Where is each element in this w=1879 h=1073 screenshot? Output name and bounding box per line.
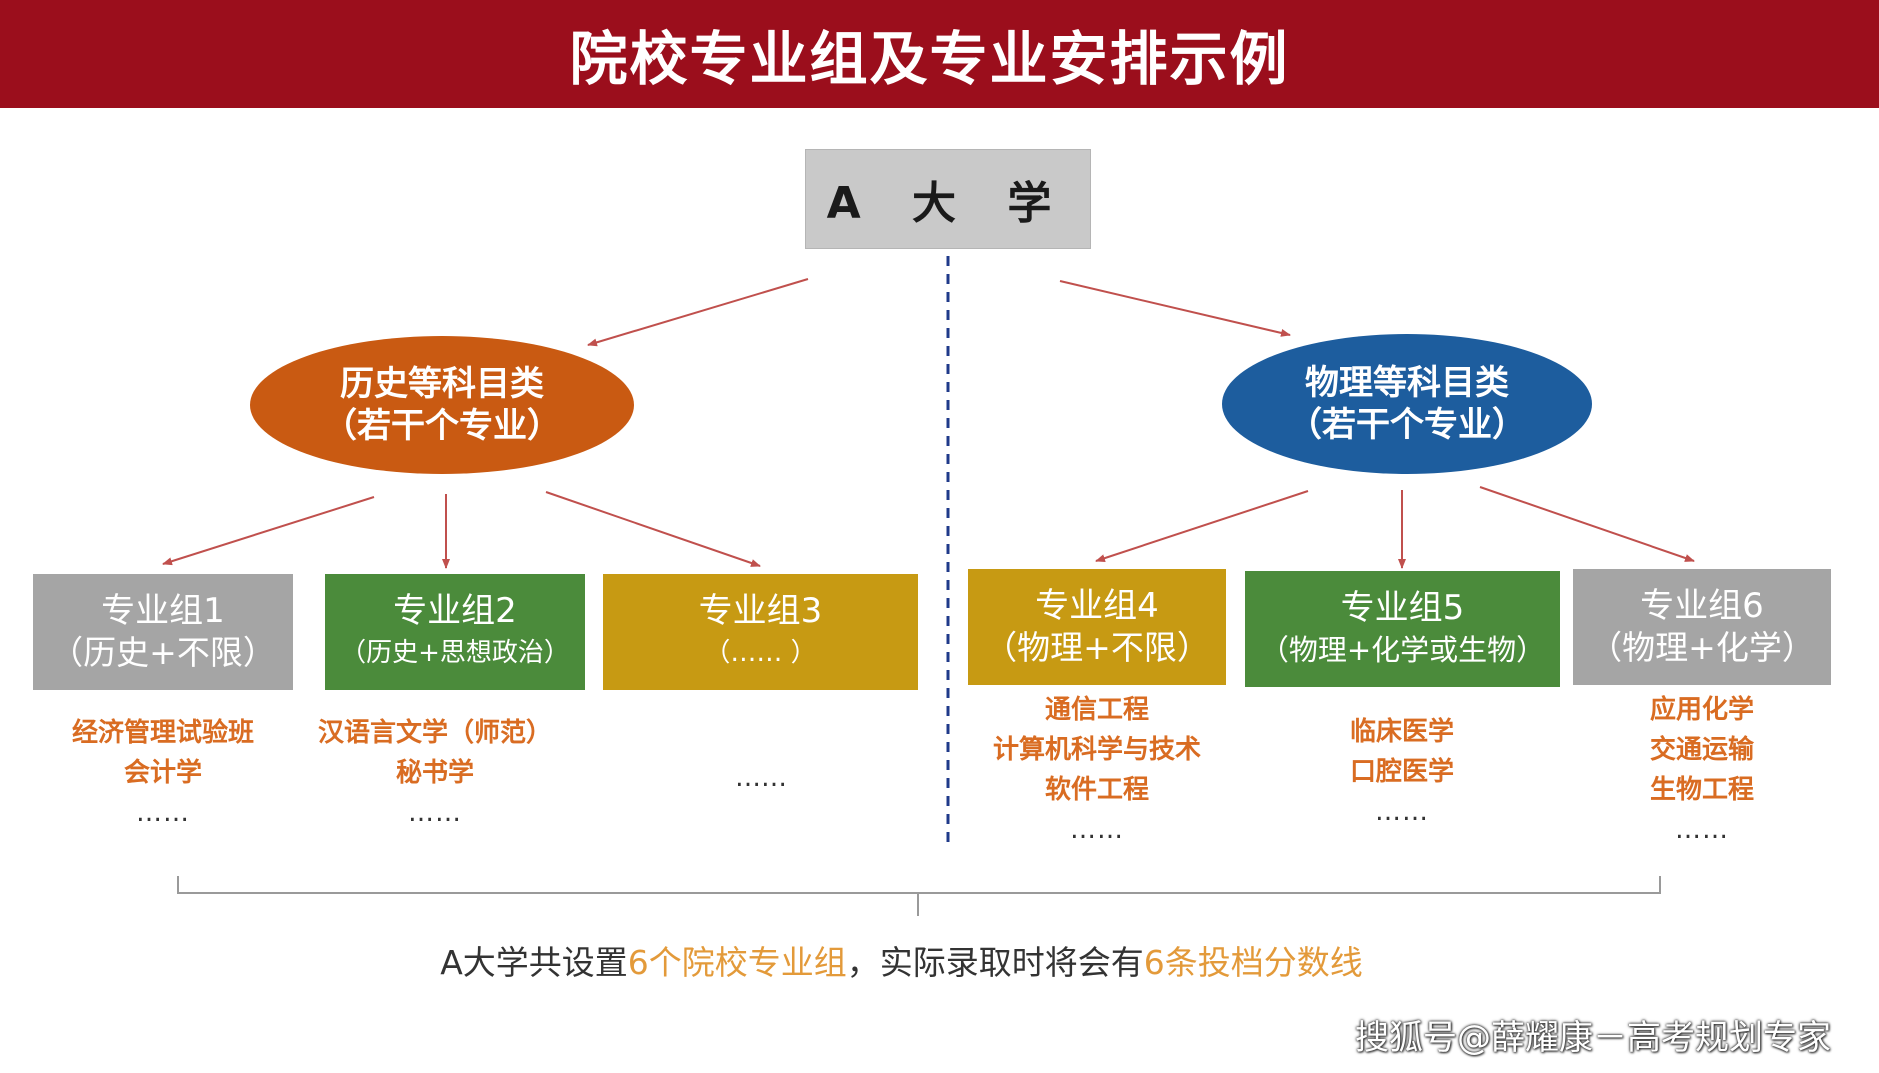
- physics-category-note: （若干个专业）: [1288, 405, 1526, 445]
- summary-highlight-groups: 6个院校专业组: [627, 943, 847, 982]
- group-subject: （物理+化学）: [1589, 628, 1815, 667]
- major-item: 秘书学: [395, 758, 474, 788]
- major-item: 计算机科学与技术: [992, 735, 1201, 765]
- group-name: 专业组6: [1640, 586, 1764, 626]
- major-group-3: 专业组3 （…… ）: [603, 574, 918, 690]
- major-group-4: 专业组4 （物理+不限）: [968, 569, 1226, 685]
- major-item: 通信工程: [1044, 695, 1149, 725]
- more-majors-ellipsis: ……: [136, 798, 190, 828]
- major-item: 应用化学: [1649, 695, 1754, 725]
- major-item: 会计学: [123, 758, 202, 788]
- major-group-5: 专业组5 （物理+化学或生物）: [1245, 571, 1560, 687]
- major-item: 生物工程: [1649, 775, 1754, 805]
- arrow-history-g1: [162, 496, 375, 566]
- group-name: 专业组5: [1340, 588, 1465, 628]
- more-majors-ellipsis: ……: [1675, 815, 1729, 845]
- group-subject: （历史+思想政治）: [340, 638, 570, 668]
- summary-part-1: A大学共设置: [440, 943, 628, 982]
- major-item: 临床医学: [1349, 717, 1454, 747]
- more-majors-ellipsis: ……: [408, 798, 462, 828]
- major-item: 汉语言文学（师范）: [317, 718, 552, 748]
- physics-category-title: 物理等科目类: [1305, 363, 1509, 403]
- group-subject: （…… ）: [704, 638, 817, 668]
- header-banner: 院校专业组及专业安排示例: [0, 0, 1879, 108]
- group-4-majors: 通信工程 计算机科学与技术 软件工程 ……: [968, 690, 1226, 850]
- summary-part-3: ，实际录取时将会有: [846, 943, 1144, 982]
- more-majors-ellipsis: ……: [1070, 815, 1124, 845]
- major-group-6: 专业组6 （物理+化学）: [1573, 569, 1831, 685]
- major-group-1: 专业组1 （历史+不限）: [33, 574, 293, 690]
- group-name: 专业组2: [393, 591, 517, 631]
- major-item: 交通运输: [1649, 735, 1754, 765]
- group-subject: （物理+化学或生物）: [1259, 633, 1546, 667]
- major-item: 软件工程: [1044, 775, 1149, 805]
- page-title: 院校专业组及专业安排示例: [569, 25, 1290, 93]
- group-subject: （历史+不限）: [50, 633, 276, 672]
- major-item: 口腔医学: [1349, 757, 1454, 787]
- group-3-more-ellipsis: ……: [735, 763, 787, 793]
- arrow-uni-history: [587, 278, 809, 347]
- more-majors-ellipsis: ……: [1375, 797, 1429, 827]
- history-category-ellipse: 历史等科目类 （若干个专业）: [250, 336, 634, 474]
- university-name: A 大 学: [826, 178, 1070, 229]
- group-1-majors: 经济管理试验班 会计学 ……: [33, 713, 293, 833]
- group-6-majors: 应用化学 交通运输 生物工程 ……: [1573, 690, 1831, 850]
- arrow-physics-g4: [1095, 490, 1309, 562]
- group-2-majors: 汉语言文学（师范） 秘书学 ……: [300, 713, 570, 833]
- university-box: A 大 学: [805, 149, 1091, 249]
- arrow-physics-g6: [1479, 486, 1695, 562]
- major-group-2: 专业组2 （历史+思想政治）: [325, 574, 585, 690]
- group-name: 专业组1: [101, 591, 225, 631]
- arrow-uni-physics: [1059, 280, 1291, 337]
- history-category-title: 历史等科目类: [340, 364, 544, 404]
- group-name: 专业组4: [1035, 586, 1159, 626]
- arrow-history-g3: [545, 491, 761, 567]
- group-subject: （物理+不限）: [984, 628, 1210, 667]
- history-category-note: （若干个专业）: [323, 406, 561, 446]
- summary-highlight-lines: 6条投档分数线: [1143, 943, 1363, 982]
- physics-category-ellipse: 物理等科目类 （若干个专业）: [1222, 334, 1592, 474]
- watermark: 搜狐号@薛耀康－高考规划专家: [1355, 1018, 1831, 1058]
- bottom-brace: [177, 876, 1661, 916]
- summary-text: A大学共设置6个院校专业组，实际录取时将会有6条投档分数线: [0, 936, 1841, 984]
- group-name: 专业组3: [698, 591, 823, 631]
- major-item: 经济管理试验班: [71, 718, 254, 748]
- group-5-majors: 临床医学 口腔医学 ……: [1272, 712, 1532, 832]
